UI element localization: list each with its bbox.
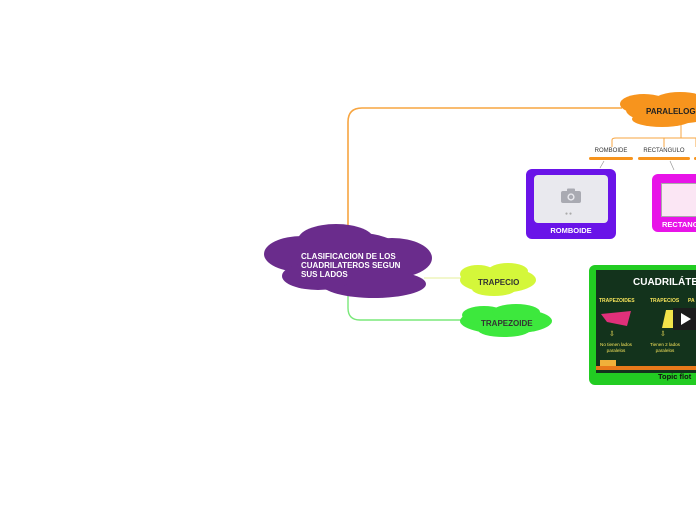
video-column-trapezoides: TRAPEZOIDES bbox=[599, 298, 635, 304]
carousel-dots-icon: ●● bbox=[565, 211, 574, 217]
sub-branch-rectangulo-label[interactable]: RECTANGULO bbox=[643, 148, 685, 154]
paralelogramo-node-label[interactable]: PARALELOG bbox=[646, 107, 696, 116]
arrow-down-icon: ⇩ bbox=[660, 331, 666, 338]
rectangulo-card-title: RECTANG bbox=[662, 220, 696, 229]
shape-trapezoid-icon bbox=[601, 311, 631, 326]
video-column-trapecios: TRAPECIOS bbox=[650, 298, 680, 304]
video-heading: CUADRILÁTERO bbox=[633, 277, 696, 288]
connector-central-trapezoide bbox=[347, 290, 462, 321]
video-note-2: Tienen 2 lados paralelos bbox=[650, 342, 680, 353]
central-node-shape[interactable] bbox=[264, 224, 432, 298]
trapezoide-node-shape[interactable] bbox=[460, 304, 552, 337]
romboide-card-title: ROMBOIDE bbox=[550, 226, 592, 235]
paralelogramo-node-shape[interactable] bbox=[620, 92, 696, 127]
underline-rectangulo bbox=[638, 157, 690, 160]
arrow-down-icon: ⇩ bbox=[609, 331, 615, 338]
arrow-romboide bbox=[599, 160, 605, 169]
video-orange-bar bbox=[596, 366, 696, 370]
video-note-1: No tienen lados paralelos bbox=[600, 342, 632, 353]
central-node-label[interactable]: CLASIFICACION DE LOS CUADRILATEROS SEGUN… bbox=[301, 252, 401, 279]
camera-icon bbox=[561, 188, 581, 203]
trapecio-node-label[interactable]: TRAPECIO bbox=[478, 278, 520, 287]
trapezoide-node-label[interactable]: TRAPEZOIDE bbox=[481, 319, 533, 328]
romboide-card[interactable]: ●● ROMBOIDE bbox=[526, 169, 616, 239]
connector-paralelogramo-sub bbox=[611, 122, 696, 147]
trapecio-node-shape[interactable] bbox=[460, 263, 536, 296]
sub-branch-romboide-label[interactable]: ROMBOIDE bbox=[594, 148, 628, 154]
video-orange-tab bbox=[600, 360, 616, 366]
connector-central-paralelogramo bbox=[347, 107, 622, 230]
rectangle-image bbox=[661, 183, 696, 217]
video-column-partial: PA bbox=[688, 298, 695, 304]
rectangulo-card[interactable]: RECTANG bbox=[652, 174, 696, 232]
underline-romboide bbox=[589, 157, 633, 160]
play-button[interactable] bbox=[673, 308, 696, 330]
arrow-rectangulo bbox=[669, 160, 675, 171]
topic-video-card[interactable]: CUADRILÁTERO TRAPEZOIDES TRAPECIOS PA ⇩ … bbox=[589, 265, 696, 385]
image-placeholder: ●● bbox=[534, 175, 608, 223]
topic-card-title: Topic flot bbox=[658, 372, 692, 381]
play-icon bbox=[681, 313, 691, 325]
